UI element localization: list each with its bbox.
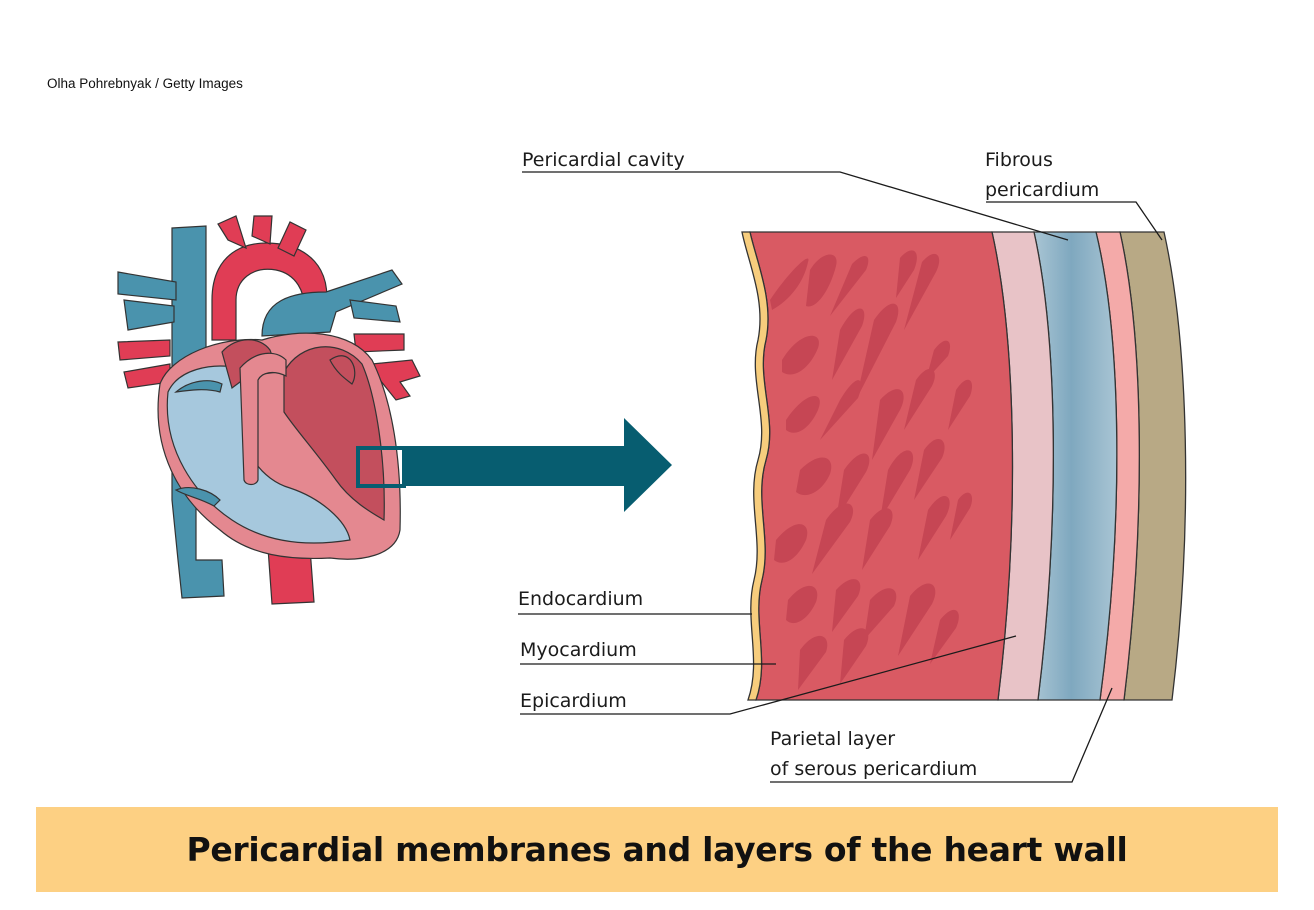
- label-parietal-line1: Parietal layer: [770, 728, 896, 750]
- heart-illustration: [117, 215, 421, 605]
- leader-epicardium: [520, 635, 1017, 715]
- label-endocardium: Endocardium: [518, 588, 644, 610]
- valve-flap-right: [174, 487, 221, 507]
- label-epicardium: Epicardium: [520, 690, 627, 712]
- valve-flap-left: [329, 355, 356, 385]
- leader-parietal: [770, 687, 1113, 783]
- leader-lines: [518, 171, 1163, 783]
- muscle-fibers: [770, 250, 973, 690]
- page-title: Pericardial membranes and layers of the …: [186, 830, 1128, 869]
- vena-cava: [171, 225, 225, 599]
- label-fibrous-line1: Fibrous: [985, 149, 1053, 171]
- pulmonary-trunk: [261, 269, 403, 337]
- endocardium-layer: [741, 231, 771, 701]
- aorta-branches: [217, 215, 307, 257]
- leader-pericardial-cavity: [522, 171, 1069, 241]
- label-pericardial-cavity: Pericardial cavity: [522, 149, 685, 171]
- valve-flap-upper: [174, 380, 223, 393]
- pulmonary-right: [349, 299, 401, 323]
- label-myocardium: Myocardium: [520, 639, 637, 661]
- image-credit: Olha Pohrebnyak / Getty Images: [47, 76, 243, 91]
- label-parietal-line2: of serous pericardium: [770, 758, 978, 780]
- leader-fibrous: [986, 201, 1163, 241]
- zoom-arrow: [404, 418, 672, 512]
- pulmonary-veins-left: [117, 271, 177, 331]
- myocardium-layer: [749, 231, 1014, 701]
- label-fibrous-line2: pericardium: [985, 179, 1100, 201]
- title-banner: Pericardial membranes and layers of the …: [36, 807, 1278, 892]
- septum: [239, 352, 287, 486]
